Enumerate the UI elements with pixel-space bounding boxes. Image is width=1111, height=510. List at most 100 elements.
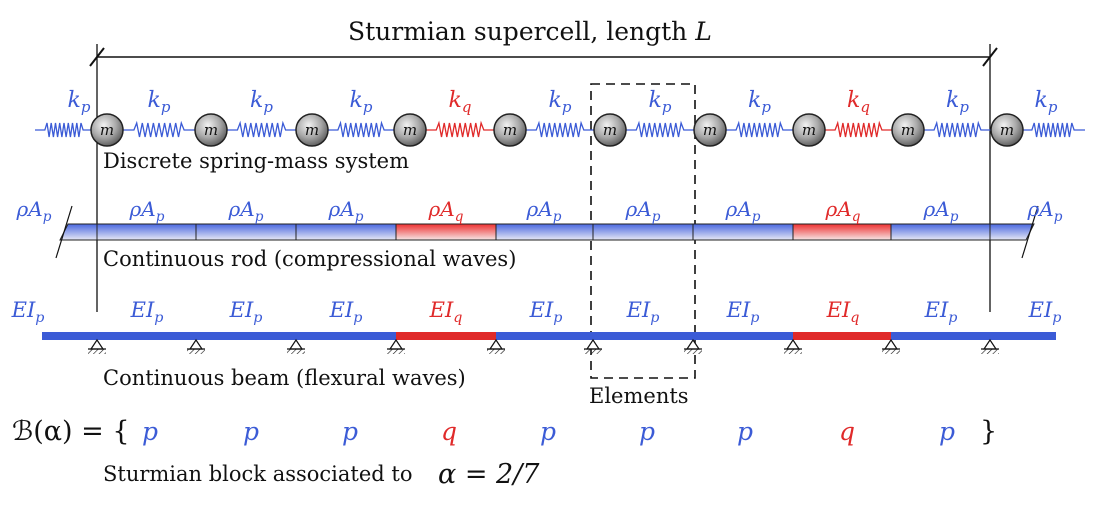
- block-letter-3: p: [342, 417, 358, 446]
- supercell-dimension: Sturmian supercell, length L: [89, 17, 998, 312]
- beam-support-8: [784, 338, 802, 354]
- mass-1: m: [90, 113, 124, 147]
- beam-support-1: [88, 338, 106, 354]
- mass-4: m: [393, 113, 427, 147]
- rod-segment-6: [592, 223, 694, 241]
- mass-9: m: [891, 113, 925, 147]
- rod-segment-5: [495, 223, 594, 241]
- alpha-formula: α = 2/7: [438, 459, 540, 490]
- beam-support-7: [684, 338, 702, 354]
- rod-label-10: ρAp: [923, 197, 959, 225]
- spring-3: [225, 120, 298, 138]
- rod-label-4: ρAp: [328, 197, 364, 225]
- spring-label-4: kp: [350, 88, 373, 116]
- beam-label-10: EIp: [924, 298, 958, 326]
- mass-10: m: [990, 113, 1024, 147]
- mass-label: m: [603, 121, 617, 139]
- spring-11: [1021, 122, 1085, 138]
- rod-label-11: ρAp: [1027, 197, 1063, 225]
- mass-label: m: [503, 121, 517, 139]
- spring-2: [121, 120, 197, 138]
- mass-5: m: [493, 113, 527, 147]
- mass-label: m: [1000, 121, 1014, 139]
- beam-segment-10: [891, 332, 990, 340]
- rod-label-6: ρAp: [526, 197, 562, 225]
- beam-segment-8: [693, 332, 793, 340]
- beam-support-9: [882, 338, 900, 354]
- beam-label-8: EIp: [726, 298, 760, 326]
- beam-label-9: EIq: [826, 298, 860, 326]
- block-close-brace: }: [980, 416, 997, 447]
- rod-label-9: ρAq: [825, 197, 861, 225]
- beam-segment-7: [593, 332, 693, 340]
- rod-segment-3: [295, 223, 397, 241]
- rod-segment-2: [195, 223, 297, 241]
- rod-segment-9: [890, 223, 991, 241]
- spring-label-3: kp: [250, 88, 273, 116]
- beam-segment-6: [496, 332, 593, 340]
- mass-7: m: [693, 113, 727, 147]
- spring-5: [424, 120, 496, 138]
- beam-label-4: EIp: [329, 298, 363, 326]
- rod-cut-left: [55, 205, 73, 259]
- block-letter-4: q: [441, 417, 457, 446]
- spring-mass-caption: Discrete spring-mass system: [103, 149, 409, 173]
- rod-segment-4: [395, 223, 497, 241]
- block-letter-8: q: [839, 417, 855, 446]
- spring-label-10: kp: [946, 88, 969, 116]
- beam-segment-5: [396, 332, 496, 340]
- spring-7: [624, 120, 696, 138]
- mass-label: m: [901, 121, 915, 139]
- rod-label-8: ρAp: [725, 197, 761, 225]
- spring-9: [823, 120, 894, 138]
- mass-6: m: [593, 113, 627, 147]
- rod-segment-7: [692, 223, 794, 241]
- spring-4: [326, 120, 396, 138]
- rod-label-1: ρAp: [16, 197, 52, 225]
- beam-support-5: [487, 338, 505, 354]
- beam-caption: Continuous beam (flexural waves): [103, 366, 466, 390]
- spring-label-11: kp: [1035, 88, 1058, 116]
- spring-1: [35, 122, 93, 138]
- beam-segment-9: [793, 332, 891, 340]
- mass-label: m: [802, 121, 816, 139]
- mass-label: m: [703, 121, 717, 139]
- beam-label-3: EIp: [229, 298, 263, 326]
- spring-10: [922, 120, 993, 138]
- beam-support-4: [387, 338, 405, 354]
- beam-segment-3: [196, 332, 296, 340]
- block-letter-9: p: [939, 417, 955, 446]
- beam-label-2: EIp: [130, 298, 164, 326]
- spring-6: [524, 120, 596, 138]
- beam-segment-2: [97, 332, 196, 340]
- block-letter-2: p: [243, 417, 259, 446]
- beam-label-11: EIp: [1028, 298, 1062, 326]
- beam-label-7: EIp: [626, 298, 660, 326]
- spring-label-8: kp: [748, 88, 771, 116]
- spring-label-6: kp: [549, 88, 572, 116]
- rod-segment-8: [792, 223, 892, 241]
- rod-label-7: ρAp: [625, 197, 661, 225]
- spring-8: [724, 120, 795, 138]
- elements-label: Elements: [589, 384, 689, 408]
- beam-support-6: [584, 338, 602, 354]
- beam-label-6: EIp: [529, 298, 563, 326]
- spring-label-1: kp: [68, 88, 91, 116]
- spring-label-2: kp: [148, 88, 171, 116]
- rod-label-2: ρAp: [129, 197, 165, 225]
- rod-caption: Continuous rod (compressional waves): [103, 247, 516, 271]
- mass-3: m: [295, 113, 329, 147]
- mass-8: m: [792, 113, 826, 147]
- rod-label-3: ρAp: [228, 197, 264, 225]
- mass-label: m: [204, 121, 218, 139]
- mass-label: m: [403, 121, 417, 139]
- beam-label-1: EIp: [11, 298, 45, 326]
- spring-label-9: kq: [847, 88, 870, 116]
- block-letter-6: p: [639, 417, 655, 446]
- beam-segment-1: [42, 332, 97, 340]
- rod-segment-10: [989, 223, 1035, 241]
